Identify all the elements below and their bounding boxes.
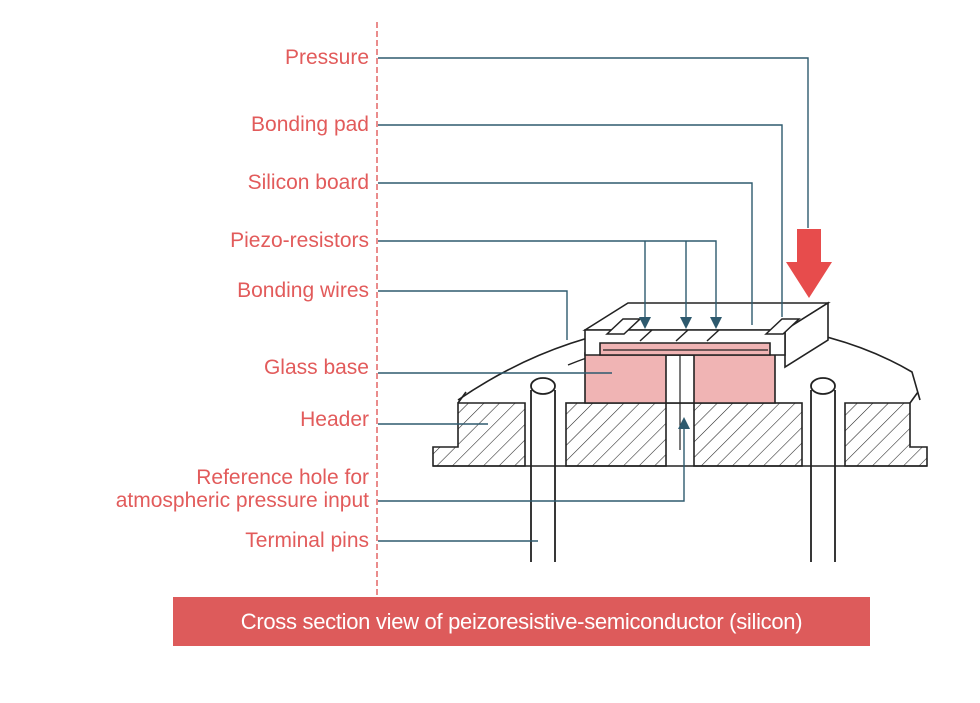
header-body xyxy=(432,391,928,467)
label-terminal-pins: Terminal pins xyxy=(245,529,369,552)
label-reference-hole-line2: atmospheric pressure input xyxy=(115,489,369,512)
bonding-pads xyxy=(605,318,801,335)
diagram-caption: Cross section view of peizoresistive-sem… xyxy=(173,597,870,646)
silicon-board xyxy=(582,301,831,369)
label-piezo-resistors: Piezo-resistors xyxy=(230,229,369,252)
glass-base xyxy=(584,352,776,450)
label-reference-hole-line1: Reference hole for xyxy=(196,466,369,489)
label-bonding-pad: Bonding pad xyxy=(251,113,369,136)
leader-arrowheads xyxy=(639,317,722,429)
label-header: Header xyxy=(300,408,369,431)
label-pressure: Pressure xyxy=(284,46,369,69)
label-bonding-wires: Bonding wires xyxy=(237,279,369,302)
terminal-pins xyxy=(530,377,836,562)
pressure-arrow-icon xyxy=(786,229,832,298)
leader-lines xyxy=(378,57,809,542)
label-silicon-board: Silicon board xyxy=(247,171,369,194)
label-glass-base: Glass base xyxy=(263,356,369,379)
piezo-resistor-marks xyxy=(639,329,720,342)
